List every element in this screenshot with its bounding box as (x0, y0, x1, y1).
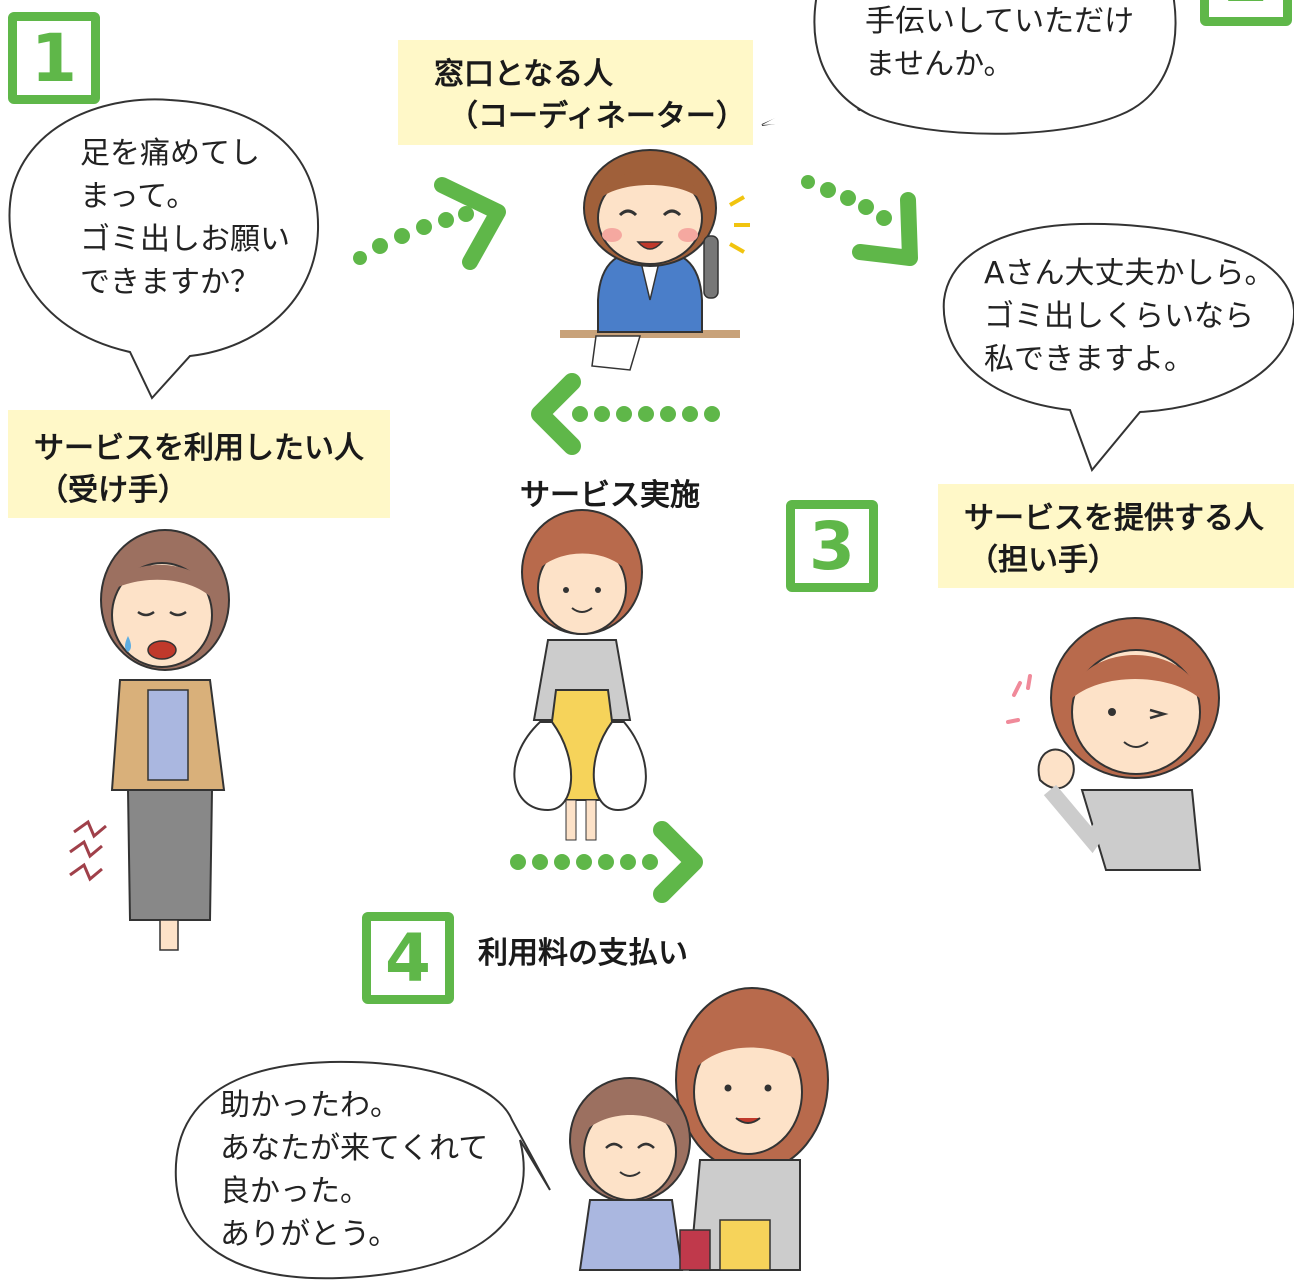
arrow-service-to-recipient (531, 373, 720, 455)
recipient-label-line2: （受け手） (38, 473, 188, 508)
coordinator-label: 窓口となる人 （コーディネーター） (398, 40, 753, 145)
recipient-label-line1: サービスを利用したい人 (34, 431, 364, 466)
coordinator-illustration (560, 149, 750, 371)
thanks-speech-text: 助かったわ。 あなたが来てくれて 良かった。 ありがとう。 (220, 1088, 489, 1252)
step-4-number: 4 (385, 919, 431, 997)
provider-speech-text: Aさん大丈夫かしら。 ゴミ出しくらいなら 私できますよ。 (984, 256, 1275, 377)
provider-illustration (1006, 617, 1220, 871)
step-1-number: 1 (31, 19, 77, 97)
step-3-badge: 3 (786, 500, 878, 592)
service-caption: サービス実施 (520, 478, 700, 513)
provider-label-line2: （担い手） (968, 543, 1118, 578)
thanks-pair-illustration (569, 987, 829, 1271)
recipient-label: サービスを利用したい人 （受け手） (8, 410, 390, 518)
step-2-badge: 2 (1200, 0, 1292, 26)
provider-label-line1: サービスを提供する人 (964, 501, 1264, 536)
recipient-speech-text: 足を痛めてし まって。 ゴミ出しお願い できますか？ (80, 136, 290, 300)
recipient-illustration (69, 529, 230, 951)
payment-caption: 利用料の支払い (478, 936, 688, 971)
step-3-number: 3 (809, 507, 855, 585)
service-worker-illustration (513, 509, 647, 841)
arrow-recipient-to-coordinator (353, 177, 506, 270)
coordinator-speech-text: 手伝いしていただけ ませんか。 (865, 4, 1135, 82)
arrow-payment-to-provider (510, 821, 703, 903)
step-1-badge: 1 (8, 12, 100, 104)
coordinator-label-line1: 窓口となる人 (434, 57, 614, 92)
coordinator-label-line2: （コーディネーター） (448, 99, 746, 134)
recipient-speech-bubble (8, 98, 320, 400)
thanks-speech-bubble (174, 1060, 551, 1280)
provider-label: サービスを提供する人 （担い手） (938, 484, 1294, 588)
step-4-badge: 4 (362, 912, 454, 1004)
provider-speech-bubble (942, 222, 1294, 472)
arrow-coordinator-to-provider (801, 175, 918, 266)
step-2-number: 2 (1223, 0, 1269, 17)
